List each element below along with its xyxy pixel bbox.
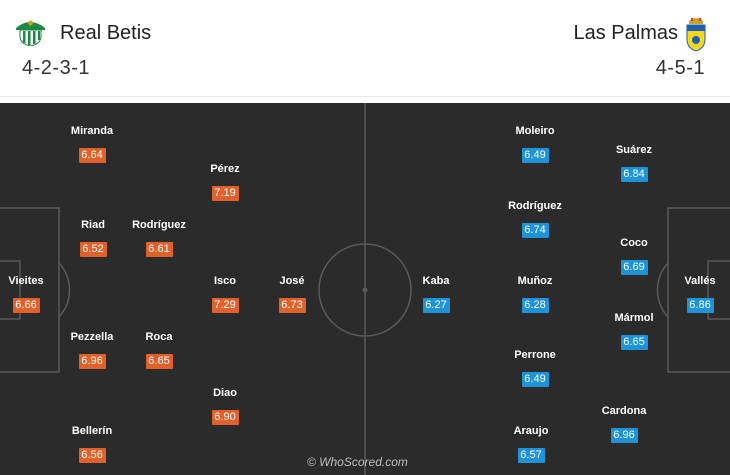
home-player[interactable]: Pérez 7.19 bbox=[185, 163, 265, 201]
player-rating: 6.64 bbox=[78, 148, 106, 163]
player-rating: 6.66 bbox=[12, 298, 40, 313]
player-name: Pezzella bbox=[70, 331, 114, 343]
player-name: Vieites bbox=[8, 275, 44, 287]
player-name: Suárez bbox=[615, 144, 653, 156]
player-name: Mármol bbox=[614, 312, 654, 324]
away-player[interactable]: Mármol 6.65 bbox=[594, 312, 674, 350]
home-team-name[interactable]: Real Betis bbox=[60, 22, 152, 44]
player-rating: 6.52 bbox=[79, 242, 107, 257]
player-name: Diao bbox=[213, 387, 237, 399]
player-name: Muñoz bbox=[517, 275, 553, 287]
away-player[interactable]: Muñoz 6.28 bbox=[495, 275, 575, 313]
home-player[interactable]: Isco 7.29 bbox=[185, 275, 265, 313]
home-player[interactable]: Pezzella 6.96 bbox=[52, 331, 132, 369]
away-player[interactable]: Cardona 6.96 bbox=[584, 405, 664, 443]
away-formation: 4-5-1 bbox=[655, 57, 705, 79]
away-team-name[interactable]: Las Palmas bbox=[573, 22, 679, 44]
player-name: Isco bbox=[213, 275, 236, 287]
away-player[interactable]: Vallés 6.86 bbox=[660, 275, 730, 313]
player-name: Coco bbox=[620, 237, 648, 249]
player-rating: 6.84 bbox=[620, 167, 648, 182]
player-rating: 6.96 bbox=[610, 428, 638, 443]
player-name: Moleiro bbox=[515, 125, 555, 137]
home-player[interactable]: Rodríguez 6.61 bbox=[119, 219, 199, 257]
away-player[interactable]: Moleiro 6.49 bbox=[495, 125, 575, 163]
home-player[interactable]: Diao 6.90 bbox=[185, 387, 265, 425]
home-player[interactable]: Bellerín 6.56 bbox=[52, 425, 132, 463]
player-name: Riad bbox=[81, 219, 105, 231]
player-rating: 6.73 bbox=[278, 298, 306, 313]
player-name: Roca bbox=[145, 331, 173, 343]
player-rating: 6.49 bbox=[521, 372, 549, 387]
player-name: Perrone bbox=[514, 349, 556, 361]
player-rating: 6.65 bbox=[620, 335, 648, 350]
player-rating: 6.61 bbox=[145, 242, 173, 257]
player-name: Rodríguez bbox=[508, 200, 562, 212]
player-rating: 6.86 bbox=[686, 298, 714, 313]
away-player[interactable]: Kaba 6.27 bbox=[396, 275, 476, 313]
whoscored-watermark: © WhoScored.com bbox=[307, 455, 408, 469]
home-player[interactable]: Vieites 6.66 bbox=[0, 275, 66, 313]
player-name: Vallés bbox=[684, 275, 716, 287]
away-player[interactable]: Araujo 6.57 bbox=[491, 425, 571, 463]
player-name: Bellerín bbox=[71, 425, 113, 437]
player-rating: 6.69 bbox=[620, 260, 648, 275]
player-rating: 6.28 bbox=[521, 298, 549, 313]
pitch: Miranda 6.64 Pérez 7.19 Riad 6.52 Rodríg… bbox=[0, 103, 730, 475]
player-rating: 7.19 bbox=[211, 186, 239, 201]
away-player[interactable]: Coco 6.69 bbox=[594, 237, 674, 275]
away-player[interactable]: Suárez 6.84 bbox=[594, 144, 674, 182]
player-name: José bbox=[279, 275, 305, 287]
player-rating: 6.49 bbox=[521, 148, 549, 163]
player-rating: 6.90 bbox=[211, 410, 239, 425]
home-player[interactable]: José 6.73 bbox=[252, 275, 332, 313]
player-rating: 6.74 bbox=[521, 223, 549, 238]
real-betis-crest-icon bbox=[16, 20, 45, 46]
away-player[interactable]: Rodríguez 6.74 bbox=[495, 200, 575, 238]
player-rating: 6.27 bbox=[422, 298, 450, 313]
player-rating: 6.96 bbox=[78, 354, 106, 369]
player-name: Kaba bbox=[422, 275, 450, 287]
player-rating: 6.56 bbox=[78, 448, 106, 463]
player-name: Miranda bbox=[70, 125, 114, 137]
player-rating: 6.65 bbox=[145, 354, 173, 369]
home-player[interactable]: Miranda 6.64 bbox=[52, 125, 132, 163]
match-header: Real Betis 4-2-3-1 Las Palmas 4-5-1 bbox=[0, 0, 730, 97]
player-name: Araujo bbox=[513, 425, 549, 437]
home-player[interactable]: Roca 6.65 bbox=[119, 331, 199, 369]
home-player[interactable]: Riad 6.52 bbox=[53, 219, 133, 257]
pitch-markings bbox=[0, 103, 730, 475]
las-palmas-crest-icon bbox=[686, 18, 706, 51]
home-formation: 4-2-3-1 bbox=[22, 57, 90, 79]
player-name: Cardona bbox=[601, 405, 647, 417]
player-name: Rodríguez bbox=[132, 219, 186, 231]
player-name: Pérez bbox=[210, 163, 240, 175]
away-player[interactable]: Perrone 6.49 bbox=[495, 349, 575, 387]
player-rating: 7.29 bbox=[211, 298, 239, 313]
player-rating: 6.57 bbox=[517, 448, 545, 463]
